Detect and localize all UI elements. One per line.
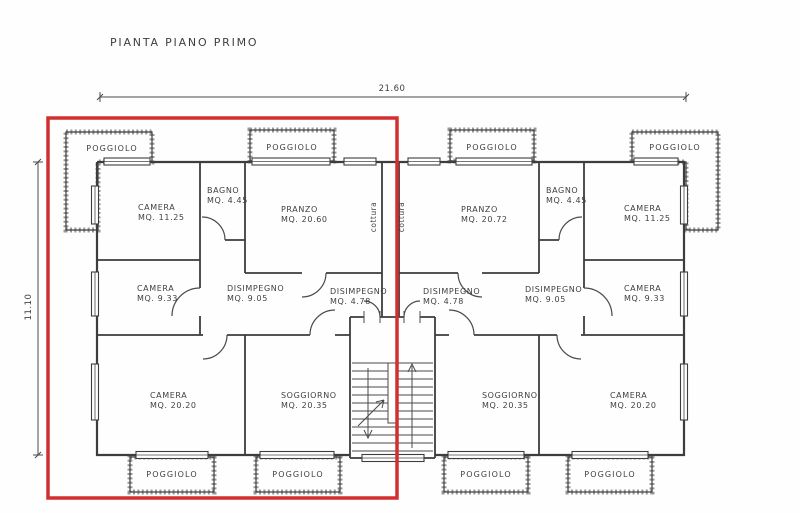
room-label-name: CAMERA: [610, 391, 647, 400]
stair-divider: [387, 362, 397, 424]
balcony-labels: POGGIOLO POGGIOLO POGGIOLO POGGIOLO POGG…: [86, 143, 700, 479]
balconies: [63, 127, 721, 495]
room-label-area: MQ. 9.05: [227, 294, 268, 303]
balcony-label: POGGIOLO: [466, 143, 517, 152]
door-arcs: [171, 216, 613, 360]
balcony-label: POGGIOLO: [584, 470, 635, 479]
room-label-name: CAMERA: [624, 204, 661, 213]
balcony-label: POGGIOLO: [460, 470, 511, 479]
room-label-area: MQ. 4.78: [330, 297, 371, 306]
room-label-area: MQ. 9.33: [137, 294, 178, 303]
window-midlines: [94, 161, 685, 459]
room-labels-left-apartment: CAMERA MQ. 11.25 BAGNO MQ. 4.45 PRANZO M…: [137, 186, 387, 410]
room-label-area: MQ. 20.20: [610, 401, 657, 410]
room-label-area: MQ. 4.78: [423, 297, 464, 306]
room-label-area: MQ. 9.33: [624, 294, 665, 303]
dimension-line-left: [33, 158, 43, 459]
balcony-label: POGGIOLO: [146, 470, 197, 479]
room-label-name: DISIMPEGNO: [423, 287, 480, 296]
room-label-area: MQ. 4.45: [546, 196, 587, 205]
room-label-area: MQ. 11.25: [138, 213, 185, 222]
room-label-area: MQ. 20.20: [150, 401, 197, 410]
party-wall: [381, 162, 400, 317]
room-label-name: PRANZO: [461, 205, 498, 214]
room-label-name: CAMERA: [150, 391, 187, 400]
room-label-name: CAMERA: [137, 284, 174, 293]
balcony-label: POGGIOLO: [266, 143, 317, 152]
interior-walls-left: [97, 162, 382, 455]
kitchen-label: cottura: [397, 202, 406, 233]
room-label-name: CAMERA: [138, 203, 175, 212]
room-label-name: BAGNO: [207, 186, 239, 195]
room-label-name: DISIMPEGNO: [525, 285, 582, 294]
balcony-label: POGGIOLO: [272, 470, 323, 479]
room-label-area: MQ. 11.25: [624, 214, 671, 223]
balcony-label: POGGIOLO: [649, 143, 700, 152]
room-label-name: CAMERA: [624, 284, 661, 293]
room-label-name: DISIMPEGNO: [330, 287, 387, 296]
dimension-label-width: 21.60: [379, 84, 406, 94]
windows: [90, 157, 689, 463]
room-label-area: MQ. 20.35: [482, 401, 529, 410]
room-label-name: BAGNO: [546, 186, 578, 195]
highlight-rectangle: [46, 116, 399, 500]
dimension-label-height: 11.10: [24, 294, 34, 321]
room-label-name: SOGGIORNO: [482, 391, 538, 400]
room-label-area: MQ. 20.35: [281, 401, 328, 410]
room-label-area: MQ. 4.45: [207, 196, 248, 205]
kitchen-label: cottura: [369, 202, 378, 233]
page-title: PIANTA PIANO PRIMO: [110, 36, 258, 49]
room-label-name: PRANZO: [281, 205, 318, 214]
interior-walls-right: [399, 162, 684, 455]
stair-direction-arrows: [357, 362, 417, 448]
dimension-line-top: [96, 92, 690, 102]
room-labels-right-apartment: PRANZO MQ. 20.72 BAGNO MQ. 4.45 CAMERA M…: [397, 186, 671, 410]
balcony-label: POGGIOLO: [86, 144, 137, 153]
stair-walls: [349, 316, 436, 459]
room-label-name: DISIMPEGNO: [227, 284, 284, 293]
room-label-name: SOGGIORNO: [281, 391, 337, 400]
room-label-area: MQ. 9.05: [525, 295, 566, 304]
room-label-area: MQ. 20.60: [281, 215, 328, 224]
dimension-lines: 21.60 11.10: [24, 84, 690, 459]
stairwell: [349, 311, 436, 459]
room-label-area: MQ. 20.72: [461, 215, 508, 224]
